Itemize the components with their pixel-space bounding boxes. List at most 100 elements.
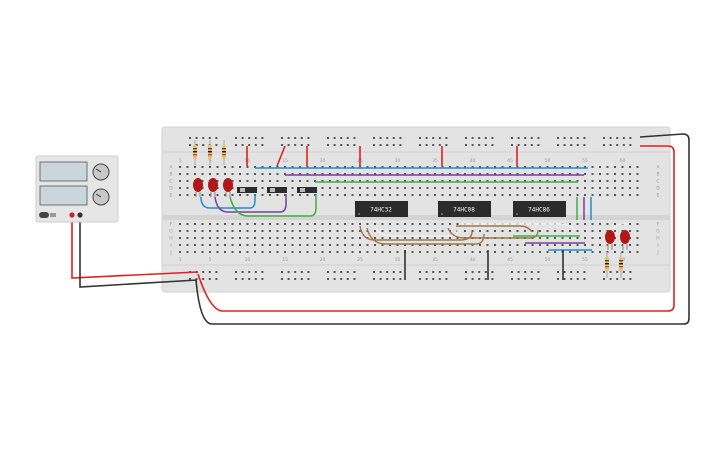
breadboard-hole[interactable] — [411, 194, 414, 196]
breadboard-hole[interactable] — [276, 173, 279, 175]
breadboard-hole[interactable] — [294, 137, 297, 139]
breadboard-hole[interactable] — [583, 278, 586, 280]
breadboard-hole[interactable] — [314, 173, 316, 175]
breadboard-hole[interactable] — [389, 237, 391, 239]
breadboard-hole[interactable] — [434, 251, 436, 253]
breadboard-hole[interactable] — [622, 144, 625, 146]
breadboard-hole[interactable] — [261, 271, 264, 273]
slide-switch[interactable] — [297, 187, 317, 193]
breadboard-hole[interactable] — [411, 173, 414, 175]
breadboard-hole[interactable] — [524, 144, 527, 146]
breadboard-hole[interactable] — [456, 173, 459, 175]
breadboard-hole[interactable] — [636, 173, 639, 175]
breadboard-hole[interactable] — [396, 180, 399, 182]
breadboard-hole[interactable] — [570, 271, 573, 273]
breadboard-hole[interactable] — [261, 180, 264, 182]
breadboard-hole[interactable] — [194, 194, 196, 196]
breadboard-hole[interactable] — [231, 251, 234, 253]
breadboard-hole[interactable] — [616, 137, 619, 139]
breadboard-hole[interactable] — [471, 271, 474, 273]
breadboard-hole[interactable] — [336, 223, 339, 225]
breadboard-hole[interactable] — [300, 271, 303, 273]
breadboard-hole[interactable] — [239, 237, 241, 239]
breadboard-hole[interactable] — [411, 251, 414, 253]
breadboard-hole[interactable] — [321, 244, 324, 246]
slide-switch[interactable] — [237, 187, 257, 193]
breadboard-hole[interactable] — [411, 166, 414, 168]
breadboard-hole[interactable] — [464, 166, 466, 168]
breadboard-hole[interactable] — [486, 173, 489, 175]
breadboard-hole[interactable] — [501, 187, 504, 189]
breadboard-hole[interactable] — [224, 237, 226, 239]
breadboard-hole[interactable] — [231, 230, 234, 232]
breadboard-hole[interactable] — [340, 278, 343, 280]
breadboard-hole[interactable] — [306, 173, 309, 175]
wire-black-loop[interactable] — [195, 133, 690, 325]
breadboard-hole[interactable] — [419, 137, 421, 139]
breadboard-hole[interactable] — [340, 144, 343, 146]
breadboard-hole[interactable] — [336, 251, 339, 253]
breadboard-hole[interactable] — [353, 271, 356, 273]
breadboard-hole[interactable] — [284, 237, 286, 239]
breadboard-hole[interactable] — [224, 173, 226, 175]
breadboard-hole[interactable] — [321, 173, 324, 175]
breadboard-hole[interactable] — [209, 237, 211, 239]
breadboard-hole[interactable] — [479, 187, 481, 189]
breadboard-hole[interactable] — [603, 278, 605, 280]
breadboard-hole[interactable] — [366, 251, 369, 253]
breadboard-hole[interactable] — [554, 187, 556, 189]
breadboard-hole[interactable] — [231, 223, 234, 225]
breadboard-hole[interactable] — [276, 251, 279, 253]
breadboard-hole[interactable] — [621, 180, 624, 182]
breadboard-hole[interactable] — [434, 244, 436, 246]
breadboard-hole[interactable] — [509, 194, 511, 196]
breadboard-hole[interactable] — [396, 251, 399, 253]
breadboard-hole[interactable] — [241, 271, 244, 273]
breadboard-hole[interactable] — [576, 278, 579, 280]
breadboard-hole[interactable] — [194, 173, 196, 175]
breadboard-hole[interactable] — [186, 173, 189, 175]
breadboard-hole[interactable] — [351, 244, 354, 246]
breadboard-hole[interactable] — [629, 180, 631, 182]
breadboard-hole[interactable] — [569, 187, 571, 189]
breadboard-hole[interactable] — [441, 187, 444, 189]
breadboard-hole[interactable] — [576, 230, 579, 232]
breadboard-hole[interactable] — [584, 244, 586, 246]
breadboard-hole[interactable] — [374, 194, 376, 196]
breadboard-hole[interactable] — [351, 223, 354, 225]
breadboard-hole[interactable] — [359, 237, 361, 239]
breadboard-hole[interactable] — [201, 166, 204, 168]
breadboard-hole[interactable] — [359, 180, 361, 182]
breadboard-hole[interactable] — [636, 166, 639, 168]
breadboard-hole[interactable] — [434, 237, 436, 239]
breadboard-hole[interactable] — [622, 137, 625, 139]
breadboard-hole[interactable] — [636, 237, 639, 239]
breadboard-hole[interactable] — [389, 166, 391, 168]
breadboard-hole[interactable] — [629, 237, 631, 239]
breadboard-hole[interactable] — [346, 271, 349, 273]
breadboard-hole[interactable] — [546, 173, 549, 175]
breadboard-hole[interactable] — [246, 166, 249, 168]
breadboard-hole[interactable] — [606, 173, 609, 175]
breadboard-hole[interactable] — [494, 166, 496, 168]
breadboard-hole[interactable] — [599, 194, 601, 196]
breadboard-hole[interactable] — [539, 194, 541, 196]
breadboard-hole[interactable] — [561, 187, 564, 189]
breadboard-hole[interactable] — [614, 230, 616, 232]
breadboard-hole[interactable] — [389, 230, 391, 232]
breadboard-hole[interactable] — [306, 244, 309, 246]
breadboard-hole[interactable] — [374, 173, 376, 175]
breadboard-hole[interactable] — [396, 194, 399, 196]
breadboard-hole[interactable] — [396, 187, 399, 189]
breadboard-hole[interactable] — [351, 194, 354, 196]
breadboard-hole[interactable] — [478, 144, 481, 146]
breadboard-hole[interactable] — [570, 137, 573, 139]
breadboard-hole[interactable] — [321, 223, 324, 225]
breadboard-hole[interactable] — [509, 230, 511, 232]
breadboard-hole[interactable] — [509, 251, 511, 253]
breadboard-hole[interactable] — [336, 173, 339, 175]
breadboard-hole[interactable] — [254, 173, 256, 175]
breadboard-hole[interactable] — [411, 180, 414, 182]
breadboard-hole[interactable] — [194, 251, 196, 253]
breadboard-hole[interactable] — [426, 223, 429, 225]
